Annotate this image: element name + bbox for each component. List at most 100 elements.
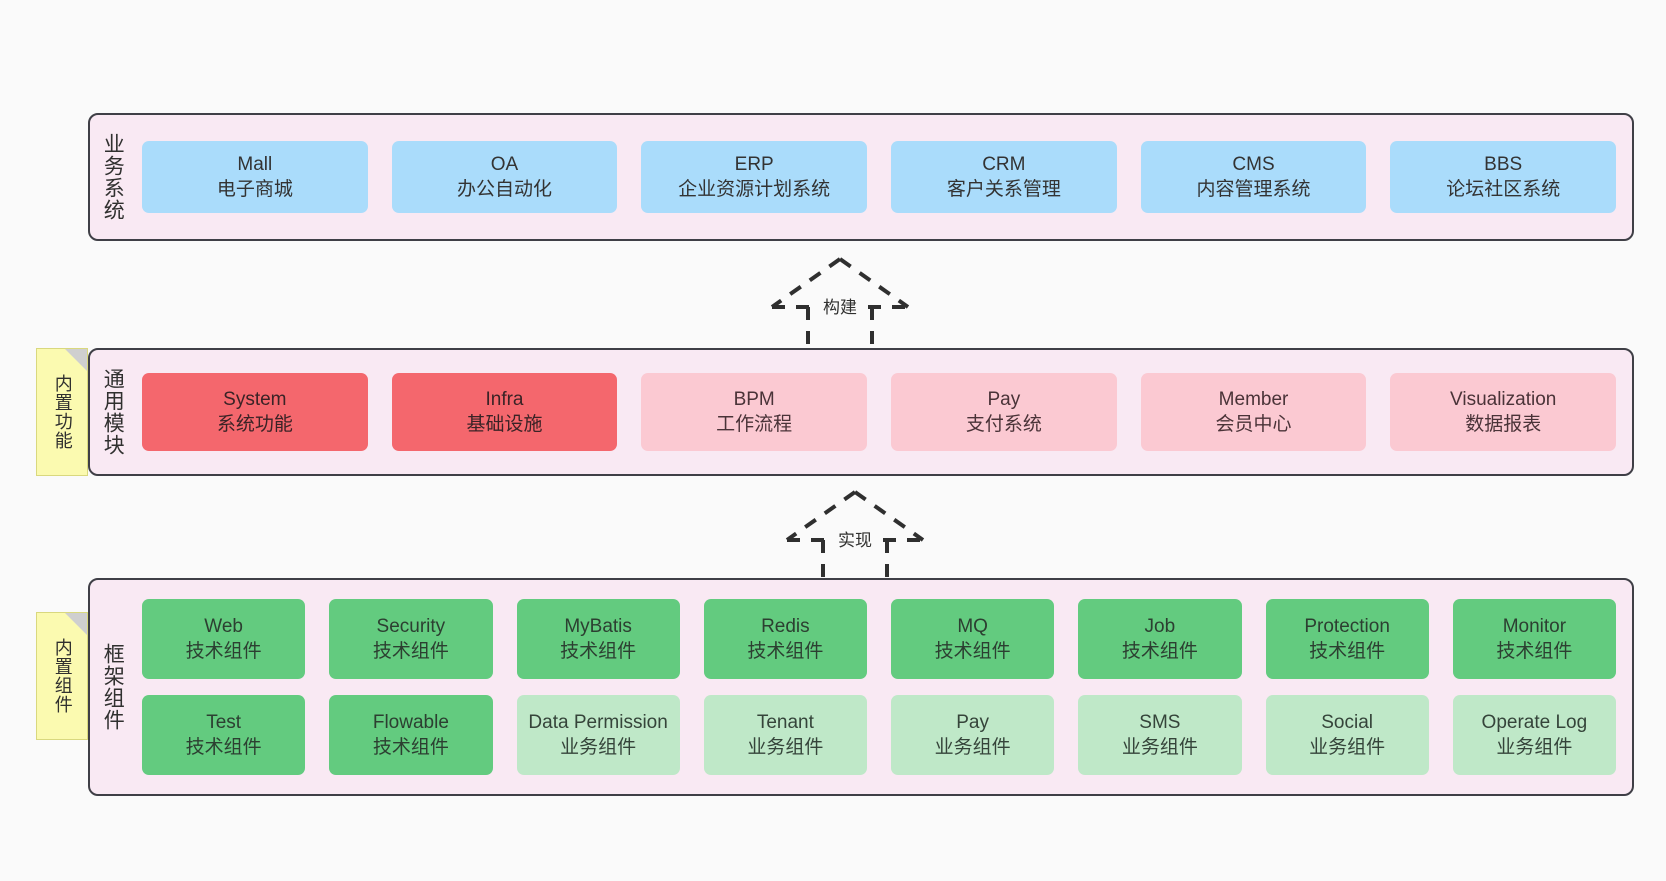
card-social[interactable]: Social 业务组件 — [1265, 695, 1429, 775]
card-title: Security — [376, 615, 446, 637]
card-pay-business[interactable]: Pay 业务组件 — [891, 695, 1055, 775]
card-oa[interactable]: OA 办公自动化 — [391, 141, 618, 213]
card-job[interactable]: Job 技术组件 — [1078, 599, 1242, 679]
card-title: BPM — [733, 388, 775, 410]
card-member[interactable]: Member 会员中心 — [1140, 373, 1367, 451]
card-test[interactable]: Test 技术组件 — [142, 695, 306, 775]
card-subtitle: 业务组件 — [747, 737, 824, 758]
card-subtitle: 技术组件 — [372, 641, 449, 662]
card-subtitle: 技术组件 — [372, 737, 449, 758]
card-row: Mall 电子商城 OA 办公自动化 ERP 企业资源计划系统 CRM 客户关系… — [142, 141, 1617, 213]
card-row: Test 技术组件 Flowable 技术组件 Data Permission … — [142, 695, 1616, 775]
card-subtitle: 论坛社区系统 — [1446, 179, 1561, 200]
card-erp[interactable]: ERP 企业资源计划系统 — [641, 141, 868, 213]
card-title: Operate Log — [1481, 711, 1588, 733]
card-data-permission[interactable]: Data Permission 业务组件 — [516, 695, 680, 775]
card-visualization[interactable]: Visualization 数据报表 — [1390, 373, 1617, 451]
card-security[interactable]: Security 技术组件 — [329, 599, 493, 679]
layer-common-modules: 通用模块 System 系统功能 Infra 基础设施 BPM 工作流程 Pay… — [88, 348, 1634, 476]
card-mall[interactable]: Mall 电子商城 — [142, 141, 368, 213]
card-subtitle: 业务组件 — [1496, 737, 1573, 758]
card-subtitle: 业务组件 — [1121, 737, 1198, 758]
card-subtitle: 系统功能 — [216, 414, 293, 435]
card-title: Web — [204, 615, 243, 637]
card-redis[interactable]: Redis 技术组件 — [703, 599, 867, 679]
card-subtitle: 业务组件 — [1309, 737, 1386, 758]
card-subtitle: 数据报表 — [1465, 414, 1542, 435]
card-title: BBS — [1484, 153, 1523, 175]
card-subtitle: 会员中心 — [1215, 414, 1292, 435]
card-title: Job — [1144, 615, 1176, 637]
sticky-note-builtin-function: 内置功能 — [36, 348, 88, 476]
card-title: OA — [490, 153, 519, 175]
card-title: Data Permission — [528, 711, 668, 733]
card-title: System — [223, 388, 287, 410]
card-row: Web 技术组件 Security 技术组件 MyBatis 技术组件 Redi… — [142, 599, 1616, 679]
card-tenant[interactable]: Tenant 业务组件 — [703, 695, 867, 775]
card-mybatis[interactable]: MyBatis 技术组件 — [516, 599, 680, 679]
layer-business-systems: 业务系统 Mall 电子商城 OA 办公自动化 ERP 企业资源计划系统 CRM… — [88, 113, 1634, 241]
card-subtitle: 工作流程 — [716, 414, 793, 435]
layer-body-framework: Web 技术组件 Security 技术组件 MyBatis 技术组件 Redi… — [134, 580, 1632, 794]
card-row: System 系统功能 Infra 基础设施 BPM 工作流程 Pay 支付系统… — [142, 373, 1617, 451]
card-mq[interactable]: MQ 技术组件 — [891, 599, 1055, 679]
card-title: Test — [206, 711, 242, 733]
card-title: Social — [1321, 711, 1373, 733]
card-bpm[interactable]: BPM 工作流程 — [641, 373, 868, 451]
card-title: Infra — [485, 388, 524, 410]
layer-framework-components: 框架组件 Web 技术组件 Security 技术组件 MyBatis 技术组件… — [88, 578, 1634, 796]
card-subtitle: 技术组件 — [1121, 641, 1198, 662]
card-subtitle: 内容管理系统 — [1196, 179, 1311, 200]
card-subtitle: 技术组件 — [185, 737, 262, 758]
card-title: Pay — [987, 388, 1021, 410]
card-bbs[interactable]: BBS 论坛社区系统 — [1390, 141, 1617, 213]
card-sms[interactable]: SMS 业务组件 — [1078, 695, 1242, 775]
card-title: CRM — [982, 153, 1026, 175]
sticky-note-label: 内置功能 — [52, 374, 73, 450]
card-subtitle: 技术组件 — [1496, 641, 1573, 662]
card-title: Monitor — [1502, 615, 1567, 637]
card-operate-log[interactable]: Operate Log 业务组件 — [1452, 695, 1616, 775]
card-web[interactable]: Web 技术组件 — [142, 599, 306, 679]
card-subtitle: 办公自动化 — [457, 179, 553, 200]
sticky-note-label: 内置组件 — [52, 638, 73, 714]
card-title: ERP — [734, 153, 774, 175]
card-protection[interactable]: Protection 技术组件 — [1265, 599, 1429, 679]
card-flowable[interactable]: Flowable 技术组件 — [329, 695, 493, 775]
card-title: Member — [1218, 388, 1289, 410]
card-title: Tenant — [756, 711, 814, 733]
layer-body-business: Mall 电子商城 OA 办公自动化 ERP 企业资源计划系统 CRM 客户关系… — [134, 115, 1632, 239]
card-title: Pay — [956, 711, 989, 733]
card-subtitle: 基础设施 — [466, 414, 543, 435]
card-cms[interactable]: CMS 内容管理系统 — [1140, 141, 1367, 213]
card-pay[interactable]: Pay 支付系统 — [891, 373, 1117, 451]
connector-label-realize: 实现 — [835, 526, 875, 551]
layer-body-modules: System 系统功能 Infra 基础设施 BPM 工作流程 Pay 支付系统… — [134, 350, 1632, 474]
card-title: Visualization — [1450, 388, 1557, 410]
card-subtitle: 业务组件 — [934, 737, 1011, 758]
sticky-note-builtin-component: 内置组件 — [36, 612, 88, 740]
connector-build: 构建 — [760, 255, 920, 355]
layer-title-business: 业务系统 — [101, 133, 125, 221]
card-subtitle: 业务组件 — [560, 737, 637, 758]
card-monitor[interactable]: Monitor 技术组件 — [1452, 599, 1616, 679]
card-title: SMS — [1139, 711, 1181, 733]
card-subtitle: 技术组件 — [934, 641, 1011, 662]
card-title: Redis — [761, 615, 810, 637]
card-title: Mall — [237, 153, 273, 175]
card-subtitle: 电子商城 — [216, 179, 293, 200]
card-system[interactable]: System 系统功能 — [142, 373, 368, 451]
card-infra[interactable]: Infra 基础设施 — [391, 373, 618, 451]
card-subtitle: 技术组件 — [560, 641, 637, 662]
connector-realize: 实现 — [775, 488, 935, 588]
card-subtitle: 客户关系管理 — [946, 179, 1061, 200]
card-subtitle: 技术组件 — [747, 641, 824, 662]
card-subtitle: 技术组件 — [185, 641, 262, 662]
card-title: CMS — [1232, 153, 1275, 175]
card-subtitle: 企业资源计划系统 — [678, 179, 831, 200]
card-subtitle: 支付系统 — [965, 414, 1042, 435]
card-title: MQ — [957, 615, 988, 637]
layer-title-modules: 通用模块 — [101, 368, 125, 456]
card-crm[interactable]: CRM 客户关系管理 — [891, 141, 1117, 213]
